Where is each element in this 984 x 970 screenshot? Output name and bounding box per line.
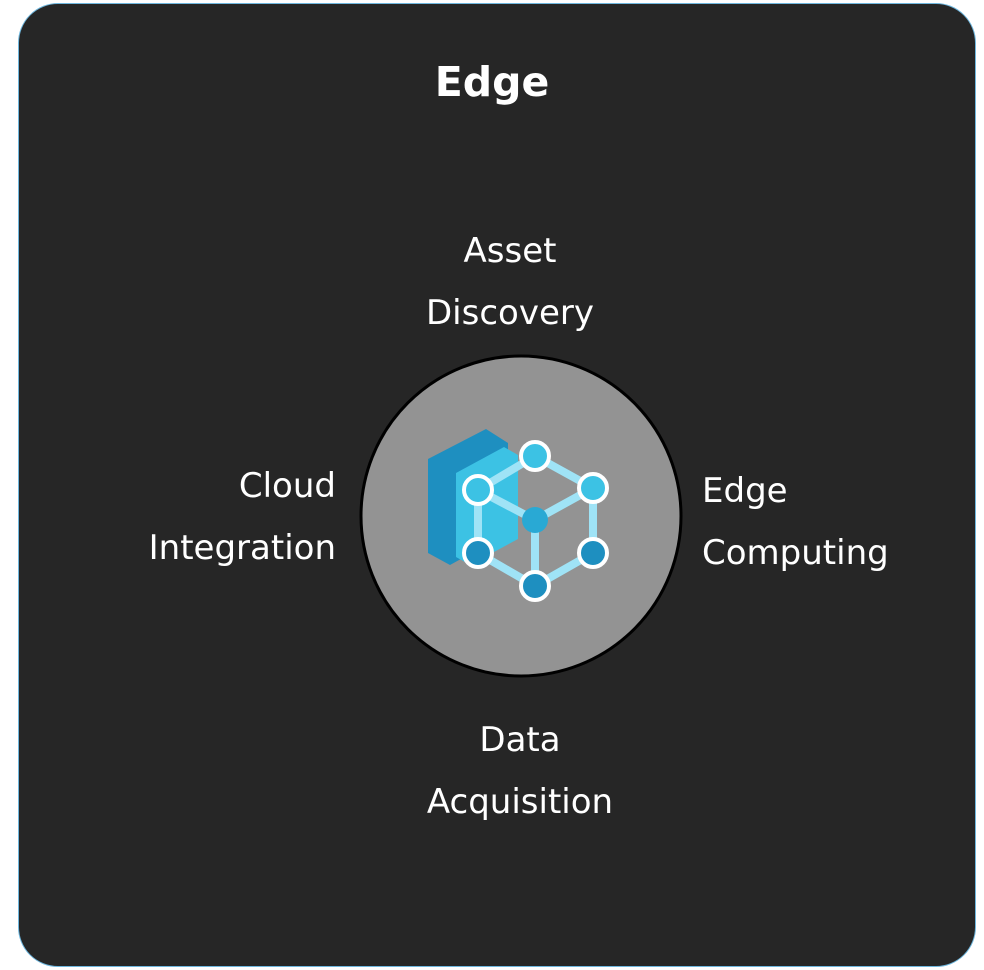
node-lower-right bbox=[577, 537, 609, 569]
node-bottom bbox=[519, 570, 551, 602]
hub-circle bbox=[359, 354, 683, 678]
node-center bbox=[522, 507, 548, 533]
node-upper-right bbox=[577, 472, 609, 504]
asset-discovery-label: Asset Discovery bbox=[426, 231, 594, 333]
node-upper-left bbox=[462, 474, 494, 506]
edge-computing-label: Edge Computing bbox=[702, 471, 889, 573]
data-acquisition-label: Data Acquisition bbox=[426, 720, 614, 822]
node-lower-left bbox=[462, 537, 494, 569]
cube-network-icon bbox=[428, 429, 609, 602]
cloud-integration-label: Cloud Integration bbox=[148, 466, 336, 568]
node-top bbox=[519, 440, 551, 472]
diagram-title: Edge bbox=[434, 58, 550, 106]
